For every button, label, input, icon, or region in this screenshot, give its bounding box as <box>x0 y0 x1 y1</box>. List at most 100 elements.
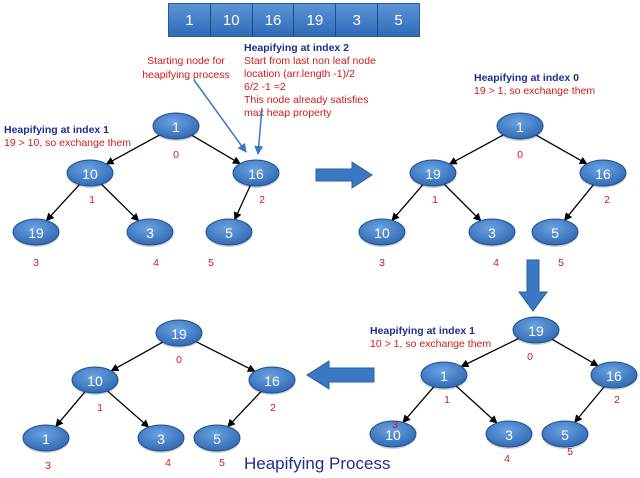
node-ellipse <box>512 316 560 344</box>
array-bar: 1 10 16 19 3 5 <box>168 3 420 37</box>
heap-node: 5 <box>531 218 579 247</box>
tree-edge <box>105 134 160 165</box>
tree-edge <box>45 184 80 222</box>
heap-node: 19 <box>409 159 457 188</box>
heap-node: 10 <box>71 366 119 395</box>
heap-node: 1 <box>420 361 468 390</box>
node-ellipse <box>485 420 533 448</box>
index2-line: max heap property <box>244 107 332 119</box>
node-ellipse <box>409 159 457 187</box>
tree-edge <box>101 183 140 222</box>
index-label: 3 <box>45 460 51 472</box>
index-label: 3 <box>33 257 39 269</box>
tree-edge <box>110 341 163 372</box>
array-cell: 16 <box>252 4 295 36</box>
tr-heading: Heapifying at index 0 <box>474 72 580 84</box>
node-value: 1 <box>516 119 524 135</box>
node-value: 3 <box>488 225 496 241</box>
heap-node: 19 <box>12 218 60 247</box>
heap-node: 10 <box>369 420 417 449</box>
index-label: 1 <box>444 394 450 406</box>
node-ellipse <box>590 361 638 389</box>
index2-line: This node already satisfies <box>244 94 369 106</box>
heap-node: 19 <box>512 316 560 345</box>
tree-edge <box>535 134 588 165</box>
heap-node: 3 <box>468 218 516 247</box>
heap-node: 5 <box>541 420 589 449</box>
node-value: 10 <box>385 427 401 443</box>
node-ellipse <box>155 319 203 347</box>
node-value: 5 <box>225 225 233 241</box>
heap-node: 19 <box>155 319 203 348</box>
tr-text: 19 > 1, so exchange them <box>474 85 596 97</box>
tree-edge <box>563 184 594 221</box>
step-arrow-left <box>306 360 375 390</box>
node-value: 16 <box>606 368 622 384</box>
node-ellipse <box>205 218 253 246</box>
node-ellipse <box>126 218 174 246</box>
node-value: 16 <box>595 166 611 182</box>
node-value: 1 <box>42 431 50 447</box>
array-cell: 19 <box>294 4 337 36</box>
node-ellipse <box>12 218 60 246</box>
index-label: 0 <box>176 354 182 366</box>
node-value: 16 <box>248 166 264 182</box>
heap-node: 1 <box>22 424 70 453</box>
br-note: Heapifying at index 1 10 > 1, so exchang… <box>370 325 491 351</box>
start-node-note: Starting node for heapifying process <box>142 55 230 81</box>
node-ellipse <box>369 420 417 448</box>
index-label: 0 <box>527 351 533 363</box>
heap-node: 16 <box>232 159 280 188</box>
heap-node: 3 <box>126 218 174 247</box>
start-node-pointer <box>193 79 247 153</box>
tree-edge <box>460 337 519 368</box>
node-ellipse <box>137 424 185 452</box>
index2-line: location (arr.length -1)/2 <box>244 68 355 80</box>
tl-note: Heapifying at index 1 19 > 10, so exchan… <box>4 124 131 150</box>
tree-edge <box>234 185 251 221</box>
heap-node: 1 <box>496 112 544 141</box>
index2-note: Heapifying at index 2 Start from last no… <box>244 42 394 120</box>
node-value: 19 <box>425 166 441 182</box>
node-value: 5 <box>561 427 569 443</box>
node-ellipse <box>579 159 627 187</box>
node-ellipse <box>496 112 544 140</box>
tree-edge <box>55 391 86 428</box>
connectors <box>193 79 548 390</box>
heap-node: 16 <box>579 159 627 188</box>
tree-edge <box>195 341 256 372</box>
index-label: 4 <box>504 453 510 465</box>
node-value: 16 <box>264 373 280 389</box>
index2-line: 6/2 -1 =2 <box>244 81 286 93</box>
tree-edge <box>455 385 498 424</box>
index-label: 0 <box>517 149 523 161</box>
array-cell: 1 <box>169 4 211 36</box>
node-ellipse <box>541 420 589 448</box>
array-cell: 5 <box>378 4 419 36</box>
node-ellipse <box>22 424 70 452</box>
node-ellipse <box>248 366 296 394</box>
node-ellipse <box>358 218 406 246</box>
node-value: 10 <box>82 166 98 182</box>
heap-node: 1 <box>152 112 200 141</box>
node-ellipse <box>420 361 468 389</box>
index-label: 0 <box>173 149 179 161</box>
tree-edge <box>443 183 482 222</box>
node-value: 1 <box>172 119 180 135</box>
index-label: 5 <box>567 446 573 458</box>
heap-node: 16 <box>590 361 638 390</box>
heap-node: 16 <box>248 366 296 395</box>
index-label: 5 <box>208 257 214 269</box>
heap-node: 5 <box>193 424 241 453</box>
index2-heading: Heapifying at index 2 <box>244 42 350 54</box>
index-label: 4 <box>493 257 499 269</box>
tree-edge <box>448 134 504 165</box>
index2-line: Start from last non leaf node <box>244 55 376 67</box>
heap-node: 5 <box>205 218 253 247</box>
index-label: 1 <box>432 194 438 206</box>
index-label: 5 <box>558 257 564 269</box>
tl-heading: Heapifying at index 1 <box>4 124 110 136</box>
